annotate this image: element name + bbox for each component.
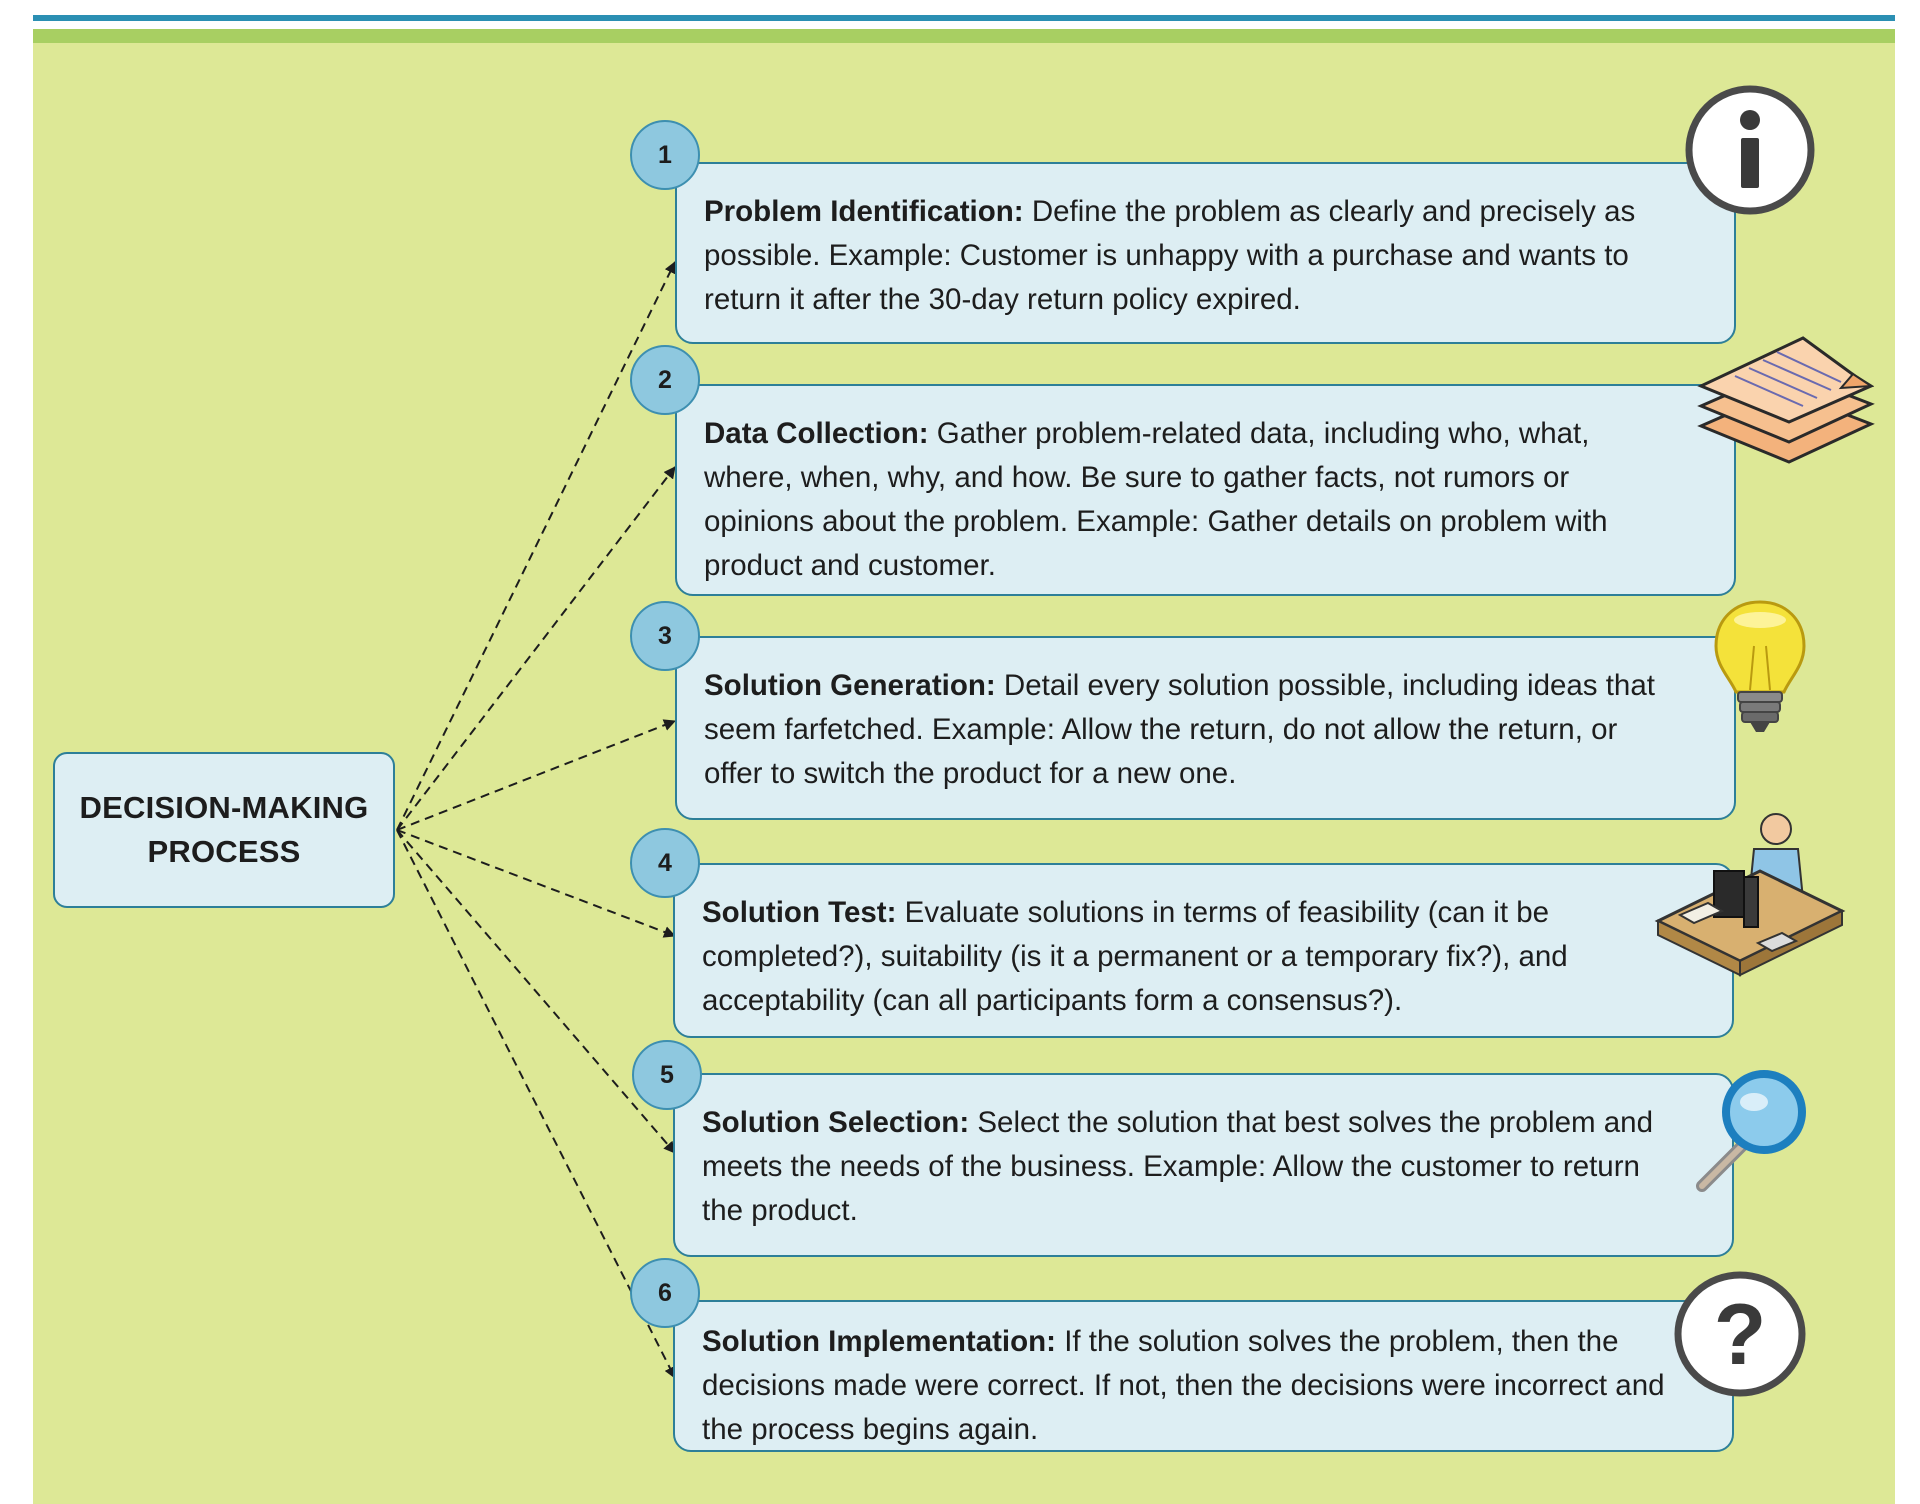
source-label: DECISION-MAKING PROCESS	[79, 790, 369, 869]
step-number-badge-3: 3	[630, 601, 700, 671]
step-number-badge-2: 2	[630, 345, 700, 415]
magnifying-glass-icon	[1696, 1070, 1806, 1192]
arrow-to-step-3	[396, 719, 676, 831]
top-rule	[33, 15, 1895, 21]
lightbulb-icon	[1714, 600, 1806, 732]
step-box-4: Solution Test: Evaluate solutions in ter…	[673, 863, 1734, 1038]
step-text-2: Data Collection: Gather problem-related …	[704, 412, 1674, 588]
step-box-2: Data Collection: Gather problem-related …	[675, 384, 1736, 596]
top-stripe	[33, 29, 1895, 43]
arrow-to-step-4	[396, 829, 676, 938]
step-description-6: If the solution solves the problem, then…	[702, 1325, 1665, 1446]
step-number-badge-4: 4	[630, 828, 700, 898]
step-description-5: Select the solution that best solves the…	[702, 1106, 1653, 1227]
info-icon	[1685, 85, 1815, 215]
step-description-4: Evaluate solutions in terms of feasibili…	[702, 896, 1568, 1017]
step-number-badge-1: 1	[630, 120, 700, 190]
step-box-3: Solution Generation: Detail every soluti…	[675, 636, 1736, 820]
step-text-3: Solution Generation: Detail every soluti…	[704, 664, 1674, 796]
step-title-3: Solution Generation:	[704, 669, 996, 702]
source-node: DECISION-MAKING PROCESS	[53, 752, 395, 908]
step-text-1: Problem Identification: Define the probl…	[704, 190, 1674, 322]
step-title-1: Problem Identification:	[704, 195, 1024, 228]
step-number-badge-5: 5	[632, 1040, 702, 1110]
papers-stack-icon	[1697, 336, 1875, 464]
svg-text:?: ?	[1714, 1287, 1767, 1383]
step-text-5: Solution Selection: Select the solution …	[702, 1101, 1672, 1233]
step-title-4: Solution Test:	[702, 896, 897, 929]
arrow-to-step-5	[396, 829, 676, 1154]
step-text-6: Solution Implementation: If the solution…	[702, 1320, 1672, 1452]
arrow-to-step-1	[396, 261, 676, 831]
step-description-2: Gather problem-related data, including w…	[704, 417, 1608, 582]
person-at-desk-icon	[1654, 813, 1846, 977]
arrow-to-step-6	[396, 829, 676, 1379]
arrow-to-step-2	[396, 466, 676, 831]
step-title-2: Data Collection:	[704, 417, 929, 450]
step-box-5: Solution Selection: Select the solution …	[673, 1073, 1734, 1257]
step-box-6: Solution Implementation: If the solution…	[673, 1300, 1734, 1452]
question-mark-icon: ?	[1674, 1271, 1806, 1397]
step-title-6: Solution Implementation:	[702, 1325, 1056, 1358]
step-description-3: Detail every solution possible, includin…	[704, 669, 1655, 790]
step-description-1: Define the problem as clearly and precis…	[704, 195, 1636, 316]
step-title-5: Solution Selection:	[702, 1106, 970, 1139]
step-box-1: Problem Identification: Define the probl…	[675, 162, 1736, 344]
step-text-4: Solution Test: Evaluate solutions in ter…	[702, 891, 1672, 1023]
step-number-badge-6: 6	[630, 1258, 700, 1328]
